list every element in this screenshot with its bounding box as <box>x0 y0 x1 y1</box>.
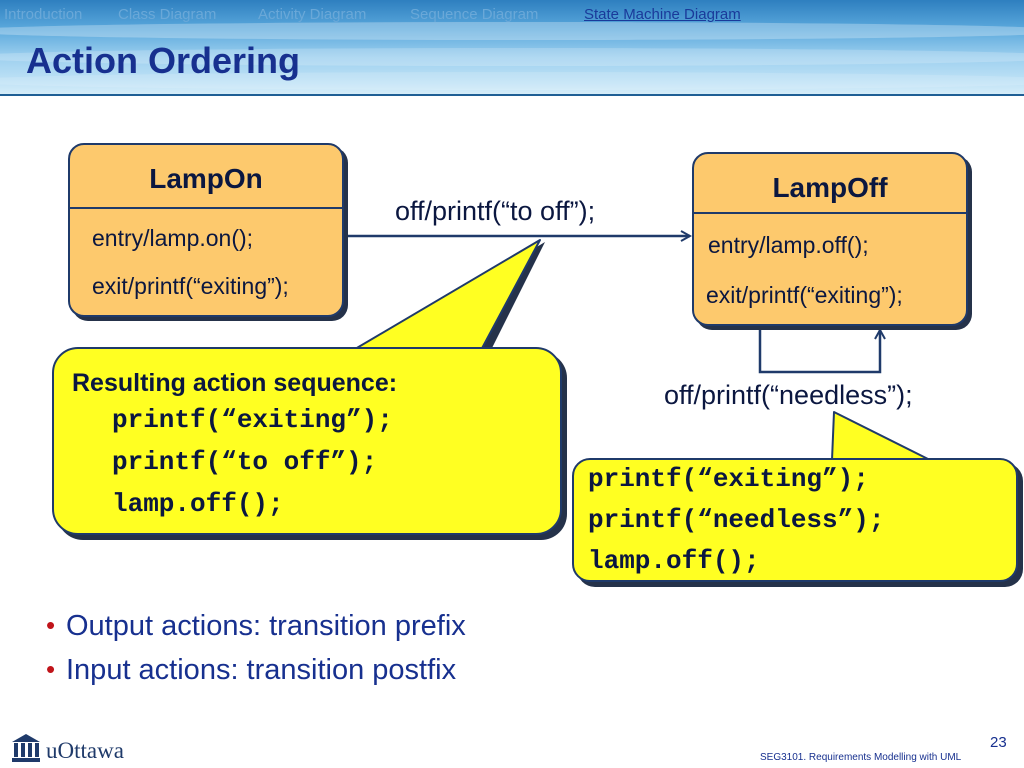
bullet-text: Output actions: transition prefix <box>66 610 466 642</box>
callout-heading: Resulting action sequence: <box>72 369 398 397</box>
bullet-marker: • <box>46 654 56 684</box>
top-nav: Introduction Class Diagram Activity Diag… <box>0 6 1024 28</box>
header-wave-decoration <box>0 48 1024 66</box>
footer-course-title: SEG3101. Requirements Modelling with UML <box>760 752 962 763</box>
state-exit-action: exit/printf(“exiting”); <box>706 282 903 308</box>
state-name: LampOn <box>149 163 263 194</box>
callout-right-tail <box>831 411 931 461</box>
state-lampoff[interactable]: LampOff entry/lamp.off(); exit/printf(“e… <box>692 152 968 326</box>
callout-code-line: printf(“needless”); <box>588 505 885 535</box>
state-divider <box>694 212 966 214</box>
bullet-marker: • <box>46 610 56 640</box>
transition-label-self-loop: off/printf(“needless”); <box>664 380 913 410</box>
header-wave-decoration <box>0 22 1024 40</box>
self-loop-arrow <box>758 322 880 374</box>
page-number: 23 <box>990 734 1007 751</box>
callout-code-line: lamp.off(); <box>588 546 760 576</box>
callout-code-line: printf(“exiting”); <box>588 464 869 494</box>
nav-activity-diagram[interactable]: Activity Diagram <box>258 6 367 23</box>
callout-left: Resulting action sequence: printf(“exiti… <box>52 347 562 535</box>
bullet-text: Input actions: transition postfix <box>66 654 457 686</box>
state-lampon[interactable]: LampOn entry/lamp.on(); exit/printf(“exi… <box>68 143 344 317</box>
header-wave-decoration <box>0 72 1024 90</box>
state-entry-action: entry/lamp.on(); <box>92 225 254 251</box>
state-divider <box>70 207 342 209</box>
header-band: Introduction Class Diagram Activity Diag… <box>0 0 1024 96</box>
nav-state-machine-diagram[interactable]: State Machine Diagram <box>584 6 741 23</box>
callout-code-line: printf(“to off”); <box>112 447 378 477</box>
slide-title: Action Ordering <box>26 40 301 81</box>
nav-sequence-diagram[interactable]: Sequence Diagram <box>410 6 539 23</box>
uottawa-logo-text: uOttawa <box>46 738 124 763</box>
state-entry-action: entry/lamp.off(); <box>708 232 869 258</box>
transition-label-on-to-off: off/printf(“to off”); <box>395 196 596 226</box>
callout-code-line: lamp.off(); <box>112 489 284 519</box>
state-name: LampOff <box>772 172 888 203</box>
header-divider <box>0 94 1024 96</box>
uottawa-crest-icon <box>12 734 40 762</box>
state-exit-action: exit/printf(“exiting”); <box>92 273 289 299</box>
nav-introduction[interactable]: Introduction <box>4 6 83 23</box>
nav-class-diagram[interactable]: Class Diagram <box>118 6 217 23</box>
callout-code-line: printf(“exiting”); <box>112 405 393 435</box>
callout-right: printf(“exiting”); printf(“needless”); l… <box>572 458 1018 582</box>
